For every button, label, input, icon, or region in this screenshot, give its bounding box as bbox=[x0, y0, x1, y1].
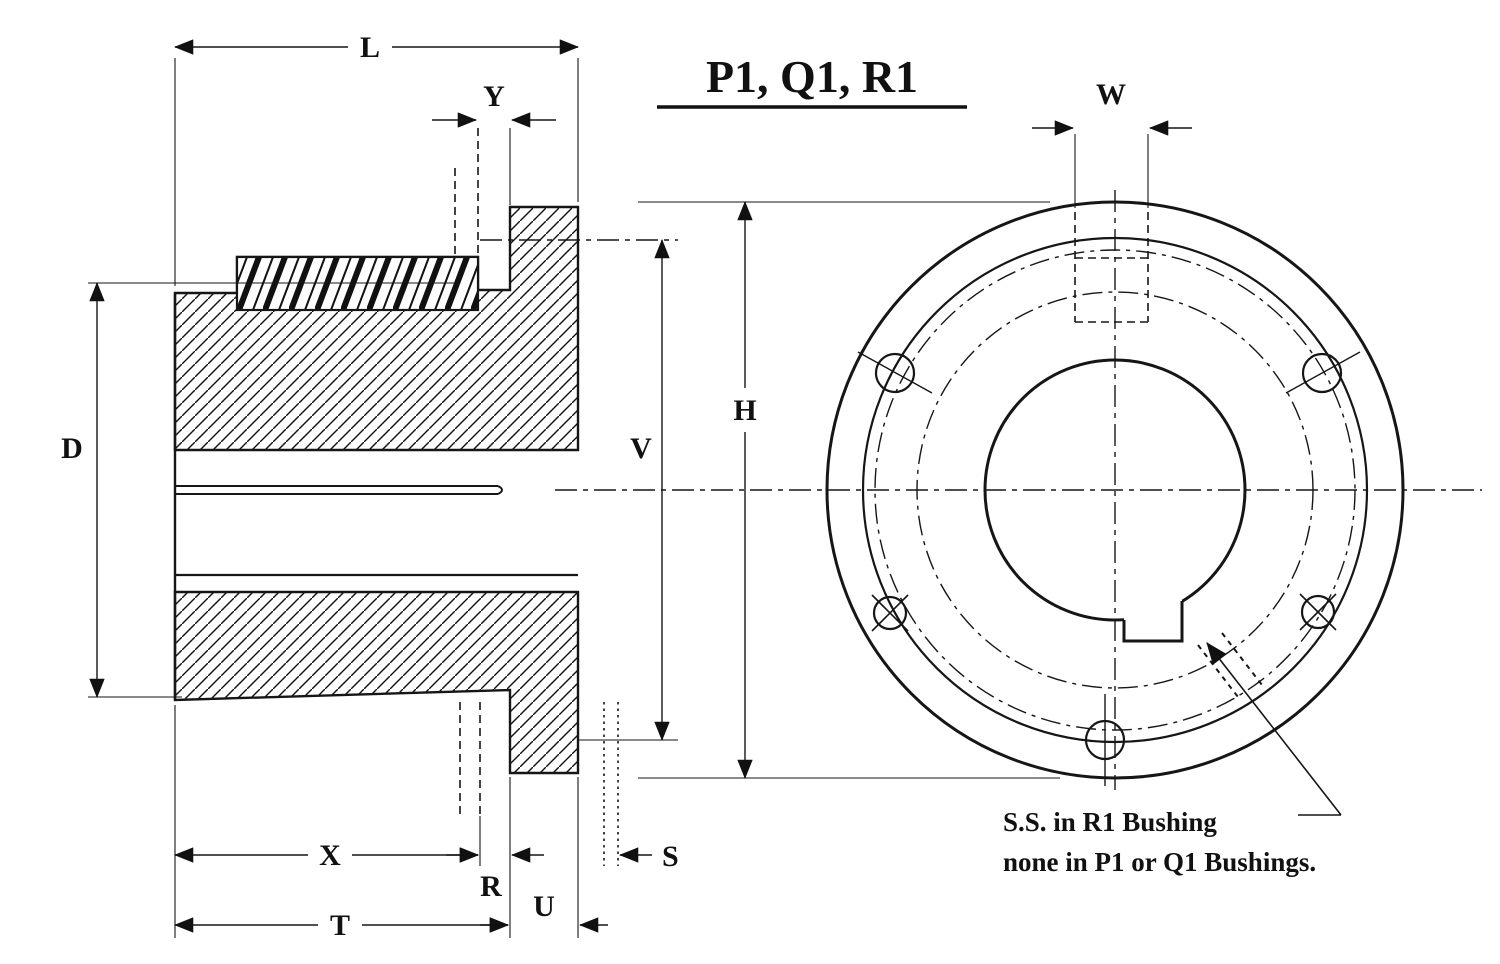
drawing-title: P1, Q1, R1 bbox=[706, 51, 918, 102]
centerlines bbox=[480, 190, 1482, 790]
barrel-hidden-circle bbox=[916, 291, 1314, 689]
bolt-circle bbox=[874, 249, 1356, 731]
dimension-lines bbox=[89, 39, 1192, 933]
dim-label-U: U bbox=[533, 890, 555, 923]
dim-label-Y: Y bbox=[483, 80, 505, 113]
dim-label-W: W bbox=[1096, 78, 1126, 111]
set-screw-hole bbox=[871, 594, 909, 632]
set-screw-hidden-line bbox=[1197, 644, 1239, 698]
annotation-line-1: S.S. in R1 Bushing bbox=[1003, 807, 1217, 837]
bolt-hole bbox=[1285, 351, 1361, 394]
set-screw-hole bbox=[1299, 593, 1337, 631]
bolt-hole bbox=[857, 351, 933, 394]
set-screw-hidden-line bbox=[1221, 632, 1263, 686]
dim-label-R: R bbox=[480, 870, 502, 903]
dim-label-S: S bbox=[662, 840, 679, 873]
flange-face-circle bbox=[861, 236, 1369, 744]
front-view bbox=[825, 200, 1405, 786]
keyway-notch bbox=[1122, 601, 1184, 643]
annotation-line-2: none in P1 or Q1 Bushings. bbox=[1003, 847, 1316, 877]
dim-label-V: V bbox=[630, 432, 652, 465]
bolt-hole bbox=[1084, 694, 1126, 786]
dim-label-T: T bbox=[330, 909, 350, 942]
saw-split-slot bbox=[175, 485, 503, 495]
dim-label-D: D bbox=[61, 432, 83, 465]
dim-label-X: X bbox=[319, 839, 341, 872]
flange-outer-circle bbox=[825, 200, 1405, 780]
annotation-note: S.S. in R1 Bushing none in P1 or Q1 Bush… bbox=[1003, 642, 1342, 877]
leader-line bbox=[1206, 642, 1342, 816]
dim-label-H: H bbox=[733, 394, 756, 427]
dim-label-L: L bbox=[360, 31, 380, 64]
keyway-mask bbox=[1124, 586, 1182, 641]
bore-circle bbox=[983, 358, 1247, 622]
title-block: P1, Q1, R1 bbox=[657, 51, 967, 109]
hidden-lines bbox=[454, 128, 1149, 866]
dimensions: L Y D V H W X R T U S bbox=[61, 31, 1192, 942]
extension-lines bbox=[88, 58, 1149, 938]
